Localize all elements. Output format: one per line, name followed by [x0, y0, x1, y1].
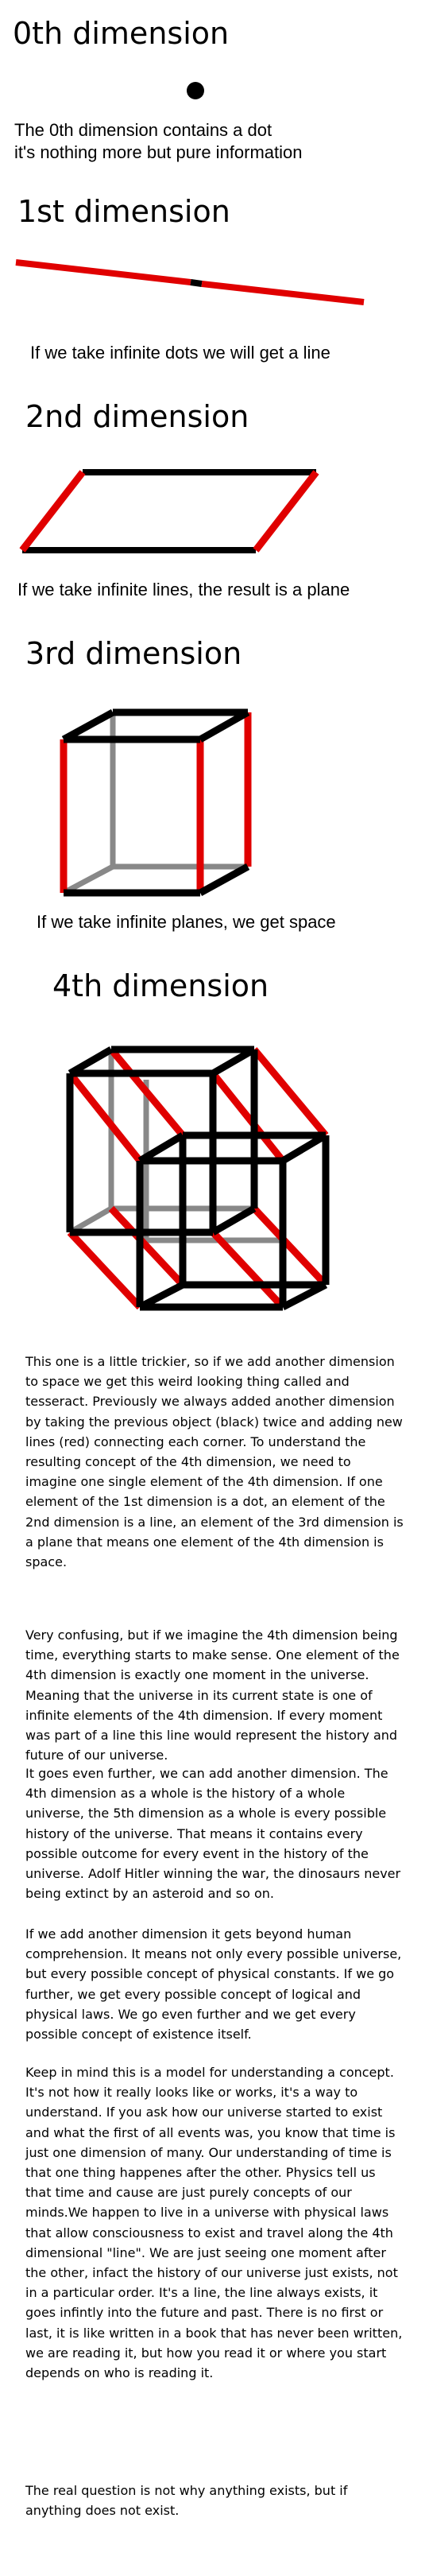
tesseract-cube-a: [66, 1046, 258, 1236]
paragraph-5: Keep in mind this is a model for underst…: [25, 2065, 403, 2381]
heading-2nd-dimension: 2nd dimension: [25, 399, 249, 434]
line-red-right: [201, 281, 365, 305]
caption-3rd: If we take infinite planes, we get space: [37, 912, 336, 932]
caption-0th-line1: The 0th dimension contains a dot: [14, 120, 272, 140]
tesseract-cube-b: [136, 1131, 330, 1311]
tesseract-red-edges: [67, 1047, 329, 1310]
tesseract-figure: [66, 1046, 330, 1311]
line-dot-center: [190, 279, 203, 287]
paragraph-3: It goes even further, we can add another…: [25, 1766, 401, 1902]
plane-figure: [19, 469, 319, 553]
dot: [187, 82, 204, 99]
paragraph-4: If we add another dimension it gets beyo…: [25, 1926, 402, 2043]
paragraph-6: The real question is not why anything ex…: [25, 2483, 348, 2519]
cube-back-diagonal: [62, 863, 114, 896]
paragraph-1: This one is a little trickier, so if we …: [25, 1354, 404, 1570]
caption-2nd: If we take infinite lines, the result is…: [17, 580, 350, 599]
caption-1st: If we take infinite dots we will get a l…: [30, 343, 330, 363]
paragraph-2: Very confusing, but if we imagine the 4t…: [25, 1627, 400, 1763]
heading-4th-dimension: 4th dimension: [52, 968, 269, 1003]
cube-top-left-diag: [61, 709, 115, 743]
cube-bottom-right-diag: [198, 863, 250, 896]
line-red-left: [15, 259, 191, 285]
cube-top-right-diag: [198, 709, 250, 743]
line-figure: [15, 259, 365, 305]
cube-figure: [60, 708, 252, 897]
caption-0th-line2: it's nothing more but pure information: [14, 142, 303, 162]
dot-figure: [187, 82, 204, 99]
heading-1st-dimension: 1st dimension: [17, 194, 230, 229]
plane-left-red: [19, 470, 86, 553]
heading-3rd-dimension: 3rd dimension: [25, 636, 242, 671]
plane-right-red: [253, 470, 319, 553]
heading-0th-dimension: 0th dimension: [13, 16, 230, 51]
